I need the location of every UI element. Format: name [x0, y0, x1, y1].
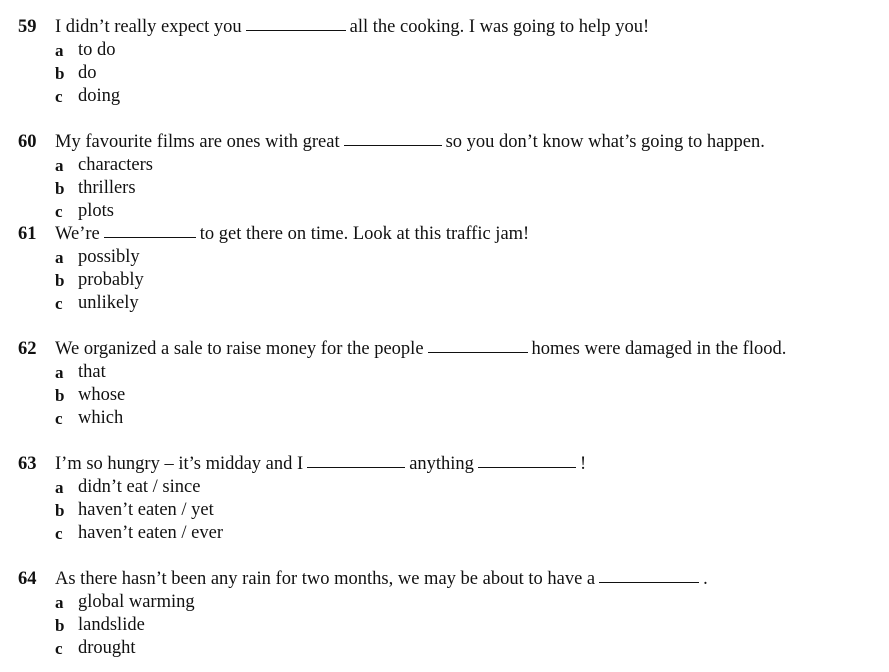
question-64: 64 As there hasn’t been any rain for two…	[0, 568, 889, 660]
option-b: b thrillers	[0, 177, 889, 200]
answer-blank	[245, 29, 346, 31]
option-a: a that	[0, 361, 889, 384]
option-text: whose	[78, 385, 126, 405]
question-number: 62	[18, 339, 37, 359]
option-letter: a	[55, 248, 64, 267]
option-text: characters	[78, 155, 153, 175]
option-text: haven’t eaten / yet	[78, 500, 214, 520]
option-text: do	[78, 63, 97, 83]
question-number: 59	[18, 17, 37, 37]
question-stem: 62 We organized a sale to raise money fo…	[0, 338, 889, 361]
option-text: that	[78, 362, 106, 382]
option-text: doing	[78, 86, 121, 106]
option-text: plots	[78, 201, 114, 221]
option-c: c plots	[0, 200, 889, 223]
question-60: 60 My favourite films are ones with grea…	[0, 131, 889, 223]
option-text: drought	[78, 638, 136, 658]
option-a: a global warming	[0, 591, 889, 614]
question-text: We organized a sale to raise money for t…	[55, 339, 787, 359]
option-a: a to do	[0, 39, 889, 62]
option-c: c haven’t eaten / ever	[0, 522, 889, 545]
option-text: global warming	[78, 592, 195, 612]
answer-blank	[599, 581, 700, 583]
question-text: As there hasn’t been any rain for two mo…	[55, 569, 708, 589]
option-letter: b	[55, 616, 65, 635]
option-a: a possibly	[0, 246, 889, 269]
option-b: b whose	[0, 384, 889, 407]
option-letter: c	[55, 294, 63, 313]
option-text: landslide	[78, 615, 145, 635]
option-letter: a	[55, 363, 64, 382]
option-letter: a	[55, 41, 64, 60]
option-b: b probably	[0, 269, 889, 292]
option-letter: a	[55, 593, 64, 612]
option-letter: b	[55, 386, 65, 405]
question-number: 60	[18, 132, 37, 152]
option-b: b do	[0, 62, 889, 85]
question-number: 63	[18, 454, 37, 474]
option-b: b haven’t eaten / yet	[0, 499, 889, 522]
option-letter: c	[55, 409, 63, 428]
option-letter: a	[55, 156, 64, 175]
option-letter: c	[55, 202, 63, 221]
option-letter: b	[55, 179, 65, 198]
option-letter: b	[55, 501, 65, 520]
option-c: c doing	[0, 85, 889, 108]
option-letter: b	[55, 271, 65, 290]
option-text: didn’t eat / since	[78, 477, 201, 497]
option-a: a didn’t eat / since	[0, 476, 889, 499]
option-text: haven’t eaten / ever	[78, 523, 224, 543]
answer-blank	[343, 144, 442, 146]
option-text: which	[78, 408, 124, 428]
option-text: probably	[78, 270, 144, 290]
option-text: unlikely	[78, 293, 139, 313]
question-number: 61	[18, 224, 37, 244]
answer-blank	[103, 236, 196, 238]
option-c: c unlikely	[0, 292, 889, 315]
answer-blank	[477, 466, 576, 468]
option-letter: c	[55, 639, 63, 658]
answer-blank	[307, 466, 406, 468]
option-b: b landslide	[0, 614, 889, 637]
option-text: to do	[78, 40, 116, 60]
option-text: possibly	[78, 247, 140, 267]
answer-blank	[427, 351, 528, 353]
option-text: thrillers	[78, 178, 136, 198]
option-c: c which	[0, 407, 889, 430]
option-letter: a	[55, 478, 64, 497]
option-letter: c	[55, 87, 63, 106]
option-a: a characters	[0, 154, 889, 177]
question-stem: 64 As there hasn’t been any rain for two…	[0, 568, 889, 591]
question-number: 64	[18, 569, 37, 589]
option-letter: c	[55, 524, 63, 543]
option-letter: b	[55, 64, 65, 83]
question-62: 62 We organized a sale to raise money fo…	[0, 338, 889, 430]
option-c: c drought	[0, 637, 889, 660]
question-stem: 60 My favourite films are ones with grea…	[0, 131, 889, 154]
